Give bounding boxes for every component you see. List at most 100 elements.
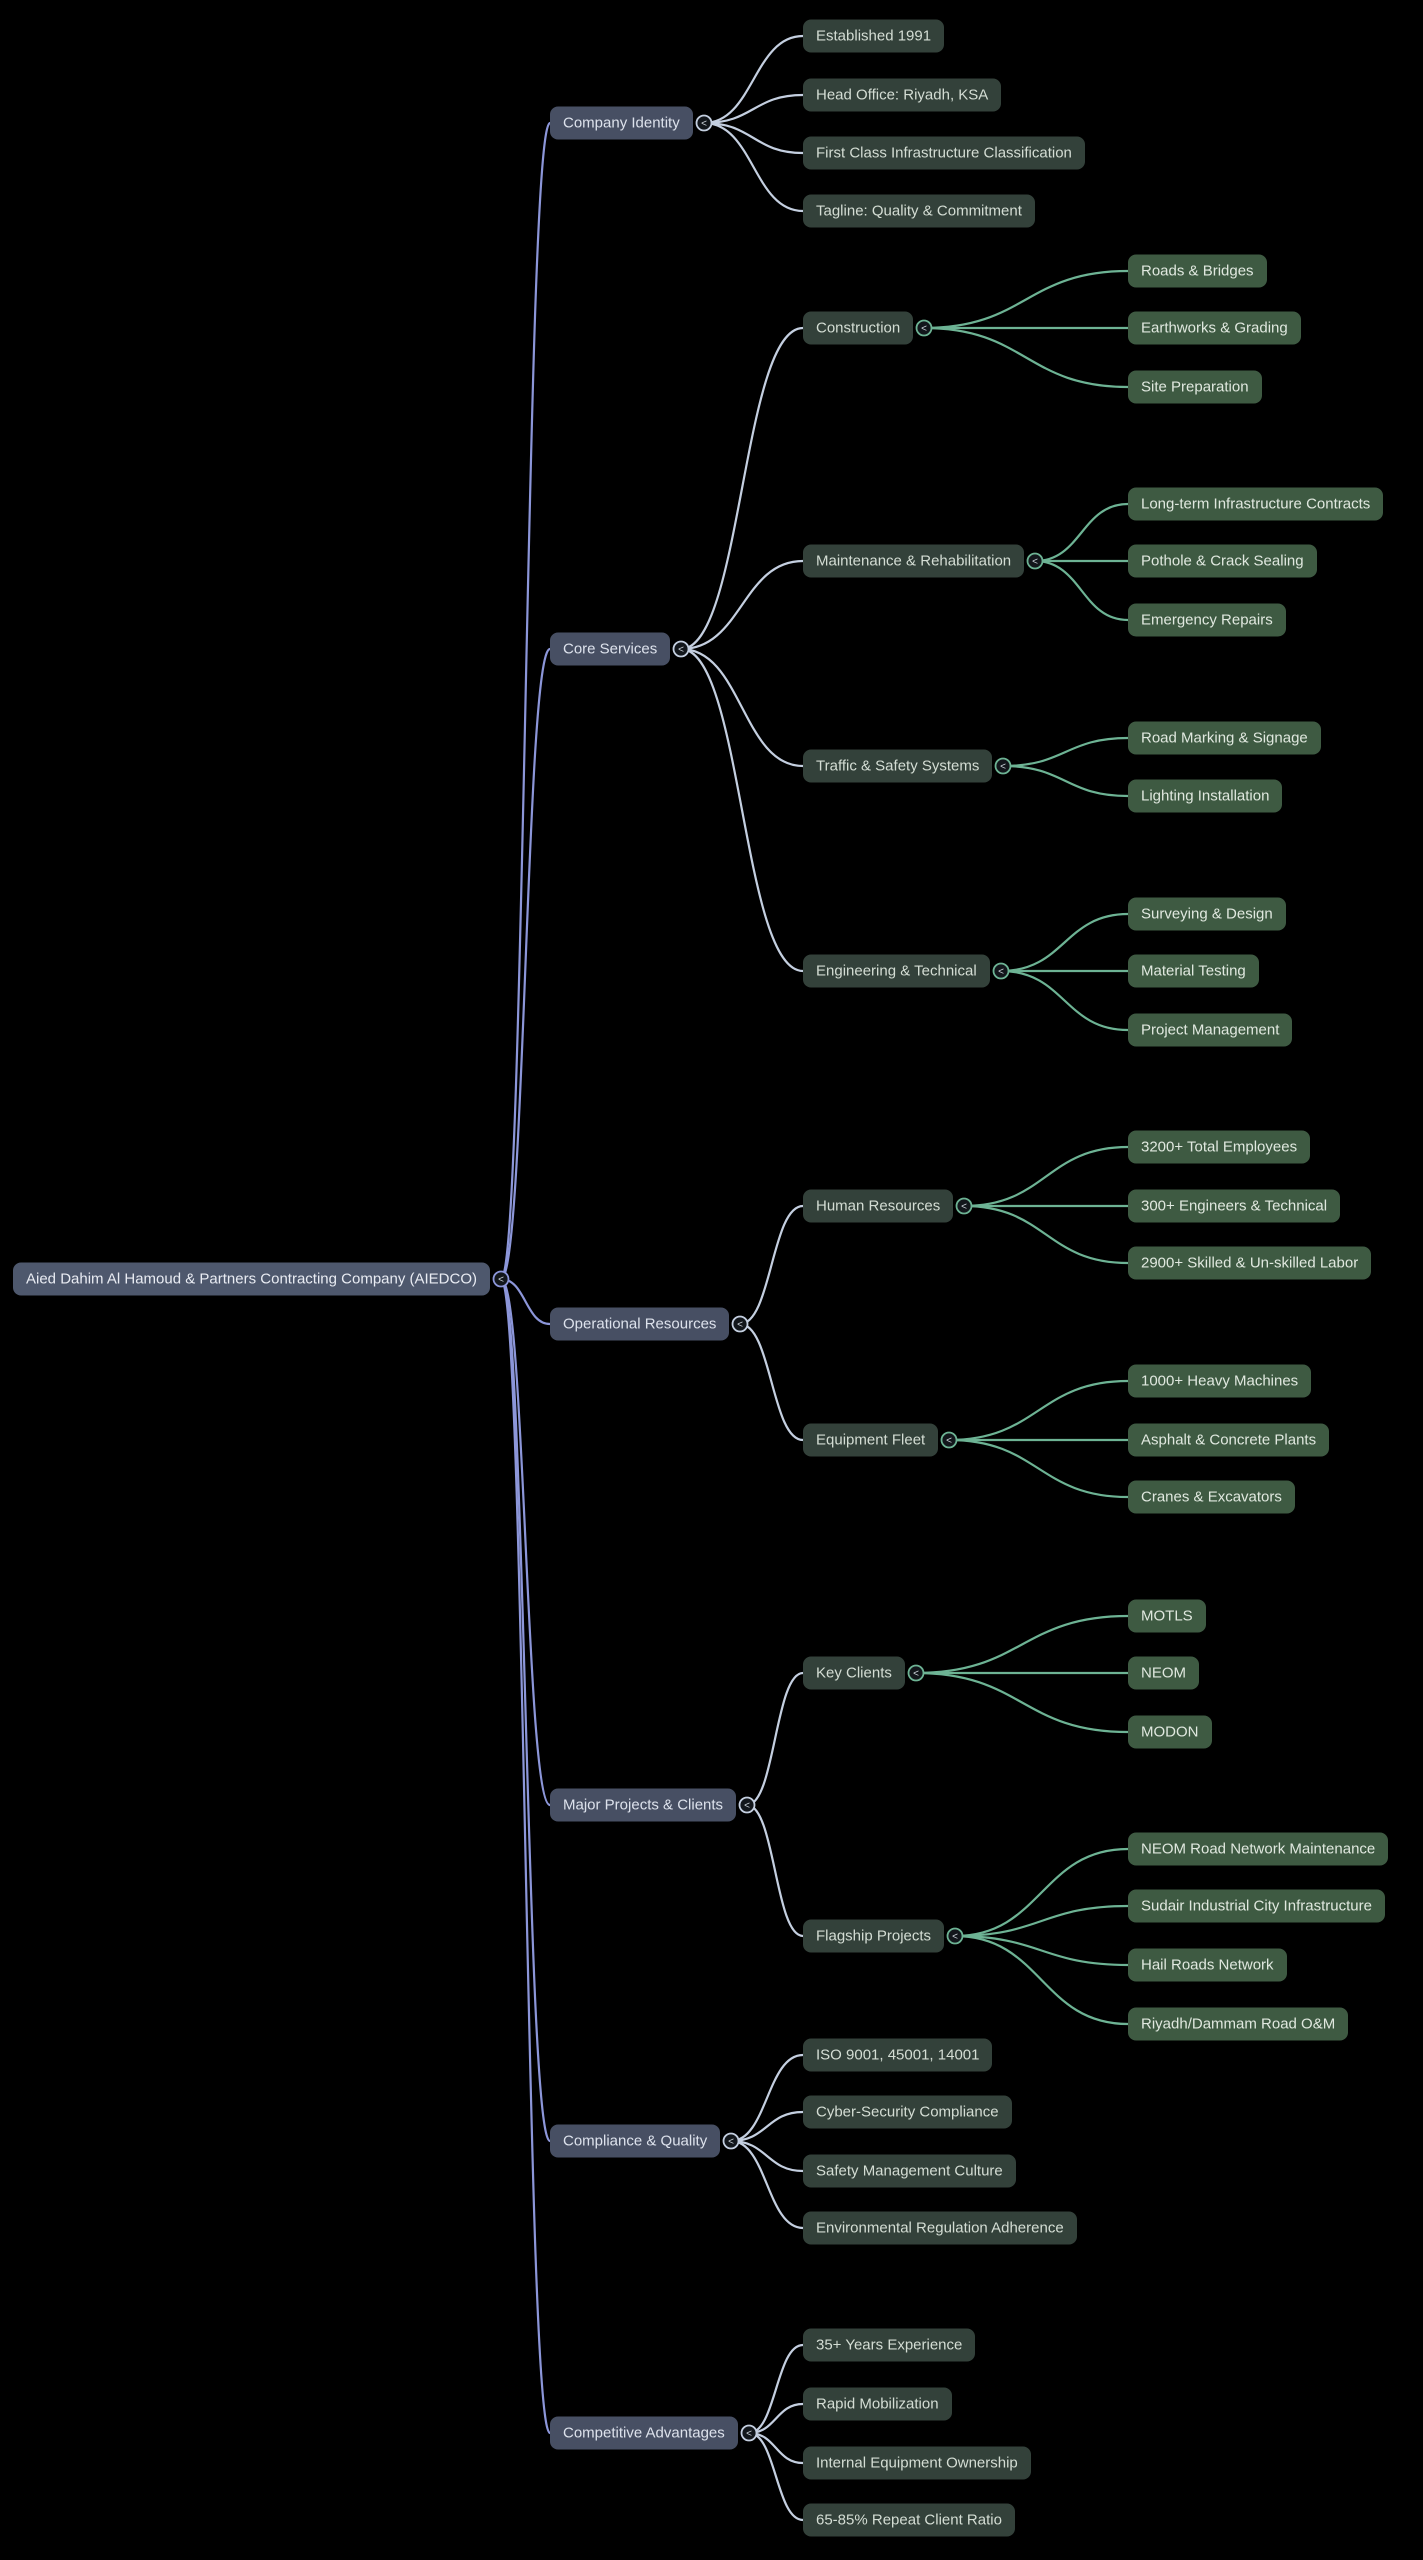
collapse-toggle-icon-equipment-fleet[interactable]: < [940,1431,958,1449]
node-long-term-contracts[interactable]: Long-term Infrastructure Contracts [1128,487,1384,521]
node-sudair-infrastructure[interactable]: Sudair Industrial City Infrastructure [1128,1889,1385,1923]
node-first-class[interactable]: First Class Infrastructure Classificatio… [803,136,1085,170]
node-total-employees[interactable]: 3200+ Total Employees [1128,1130,1311,1164]
node-riyadh-dammam-om[interactable]: Riyadh/Dammam Road O&M [1128,2007,1349,2041]
node-root[interactable]: Aied Dahim Al Hamoud & Partners Contract… [13,1262,491,1296]
svg-text:<: < [744,1801,750,1812]
node-flagship-projects[interactable]: Flagship Projects [803,1919,945,1953]
collapse-toggle-icon-compliance-quality[interactable]: < [722,2132,740,2150]
node-operational-resources[interactable]: Operational Resources [550,1307,730,1341]
node-internal-equipment[interactable]: Internal Equipment Ownership [803,2446,1031,2480]
collapse-toggle-icon-major-projects[interactable]: < [738,1796,756,1814]
node-roads-bridges[interactable]: Roads & Bridges [1128,254,1267,288]
node-years-experience[interactable]: 35+ Years Experience [803,2328,976,2362]
link-competitive-advantages--internal-equipment [747,2431,805,2465]
node-maintenance[interactable]: Maintenance & Rehabilitation [803,544,1025,578]
link-competitive-advantages--repeat-client [747,2431,805,2522]
node-neom[interactable]: NEOM [1128,1656,1199,1690]
link-major-projects--flagship-projects [745,1803,805,1938]
svg-text:<: < [746,2429,752,2440]
node-core-services[interactable]: Core Services [550,632,671,666]
node-construction[interactable]: Construction [803,311,914,345]
link-human-resources--total-employees [962,1145,1130,1208]
svg-text:<: < [961,1202,967,1213]
link-equipment-fleet--cranes [947,1438,1130,1499]
node-head-office[interactable]: Head Office: Riyadh, KSA [803,78,1002,112]
node-environmental-reg[interactable]: Environmental Regulation Adherence [803,2211,1077,2245]
node-site-preparation[interactable]: Site Preparation [1128,370,1262,404]
node-competitive-advantages[interactable]: Competitive Advantages [550,2416,738,2450]
collapse-toggle-icon-key-clients[interactable]: < [907,1664,925,1682]
node-earthworks[interactable]: Earthworks & Grading [1128,311,1301,345]
collapse-toggle-icon-root[interactable]: < [492,1270,510,1288]
node-iso-certifications[interactable]: ISO 9001, 45001, 14001 [803,2038,993,2072]
collapse-toggle-icon-traffic-safety[interactable]: < [994,757,1012,775]
collapse-toggle-icon-operational-resources[interactable]: < [731,1315,749,1333]
node-asphalt-plants[interactable]: Asphalt & Concrete Plants [1128,1423,1330,1457]
node-established-1991[interactable]: Established 1991 [803,19,945,53]
collapse-toggle-icon-engineering[interactable]: < [992,962,1010,980]
link-flagship-projects--hail [953,1934,1130,1967]
node-pothole-sealing[interactable]: Pothole & Crack Sealing [1128,544,1317,578]
svg-text:<: < [678,645,684,656]
link-compliance-quality--iso [729,2053,805,2143]
node-cyber-security[interactable]: Cyber-Security Compliance [803,2095,1012,2129]
svg-text:<: < [946,1436,952,1447]
node-safety-management[interactable]: Safety Management Culture [803,2154,1016,2188]
link-company-identity--first-class [702,121,805,155]
node-key-clients[interactable]: Key Clients [803,1656,905,1690]
link-major-projects--key-clients [745,1671,805,1807]
node-traffic-safety[interactable]: Traffic & Safety Systems [803,749,993,783]
node-skilled-labor[interactable]: 2900+ Skilled & Un-skilled Labor [1128,1246,1372,1280]
collapse-toggle-icon-construction[interactable]: < [915,319,933,337]
node-modon[interactable]: MODON [1128,1715,1212,1749]
node-road-marking[interactable]: Road Marking & Signage [1128,721,1321,755]
node-hail-roads[interactable]: Hail Roads Network [1128,1948,1287,1982]
collapse-toggle-icon-maintenance[interactable]: < [1026,552,1044,570]
link-key-clients--modon [914,1671,1130,1734]
node-human-resources[interactable]: Human Resources [803,1189,954,1223]
node-repeat-client[interactable]: 65-85% Repeat Client Ratio [803,2503,1015,2537]
svg-text:<: < [498,1275,504,1286]
node-emergency-repairs[interactable]: Emergency Repairs [1128,603,1286,637]
link-core-services--maintenance [679,559,805,651]
node-lighting[interactable]: Lighting Installation [1128,779,1283,813]
collapse-toggle-icon-human-resources[interactable]: < [955,1197,973,1215]
node-surveying[interactable]: Surveying & Design [1128,897,1286,931]
svg-text:<: < [737,1320,743,1331]
link-root--compliance-quality [499,1277,552,2143]
node-heavy-machines[interactable]: 1000+ Heavy Machines [1128,1364,1312,1398]
node-tagline[interactable]: Tagline: Quality & Commitment [803,194,1035,228]
collapse-toggle-icon-flagship-projects[interactable]: < [946,1927,964,1945]
node-cranes[interactable]: Cranes & Excavators [1128,1480,1295,1514]
link-engineering--surveying [999,912,1130,973]
collapse-toggle-icon-competitive-advantages[interactable]: < [740,2424,758,2442]
node-engineers[interactable]: 300+ Engineers & Technical [1128,1189,1341,1223]
link-operational-resources--human-resources [738,1204,805,1326]
link-root--company-identity [499,121,552,1281]
link-company-identity--head-office [702,93,805,125]
collapse-toggle-icon-company-identity[interactable]: < [695,114,713,132]
node-compliance-quality[interactable]: Compliance & Quality [550,2124,721,2158]
link-company-identity--established [702,34,805,125]
node-motls[interactable]: MOTLS [1128,1599,1206,1633]
svg-text:<: < [952,1932,958,1943]
node-engineering[interactable]: Engineering & Technical [803,954,990,988]
svg-text:<: < [921,324,927,335]
node-rapid-mobilization[interactable]: Rapid Mobilization [803,2387,952,2421]
link-operational-resources--equipment-fleet [738,1322,805,1442]
link-core-services--engineering [679,647,805,973]
svg-text:<: < [701,119,707,130]
node-major-projects[interactable]: Major Projects & Clients [550,1788,737,1822]
node-equipment-fleet[interactable]: Equipment Fleet [803,1423,939,1457]
link-construction--roads-bridges [922,269,1130,330]
node-project-management[interactable]: Project Management [1128,1013,1293,1047]
link-flagship-projects--riyadh-dammam [953,1934,1130,2026]
node-company-identity[interactable]: Company Identity [550,106,693,140]
collapse-toggle-icon-core-services[interactable]: < [672,640,690,658]
node-material-testing[interactable]: Material Testing [1128,954,1259,988]
node-neom-road-maintenance[interactable]: NEOM Road Network Maintenance [1128,1832,1389,1866]
link-human-resources--skilled-labor [962,1204,1130,1265]
